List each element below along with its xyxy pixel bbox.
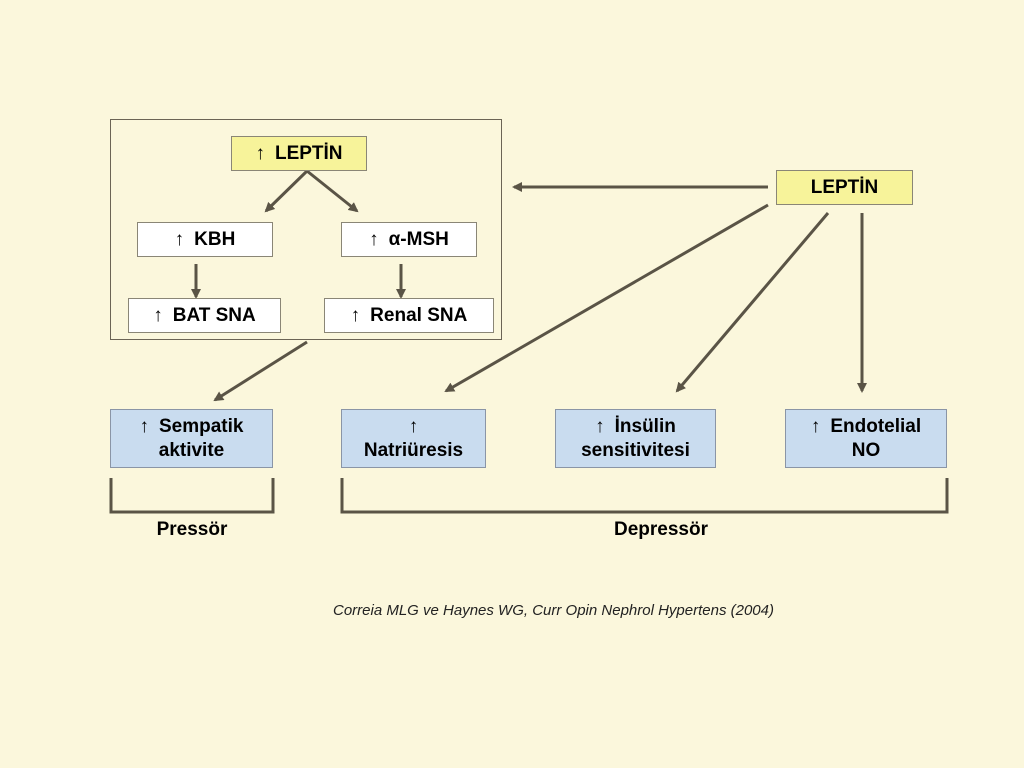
leptin-increase-box: ↑ LEPTİN [231, 136, 367, 171]
alpha-msh-box: ↑ α-MSH [341, 222, 477, 257]
sympathetic-label-line2: aktivite [158, 439, 225, 461]
up-arrow-icon: ↑ [369, 228, 379, 250]
arrow-leptin-to-kbh [264, 169, 309, 213]
natriuresis-box: ↑ Natriüresis [341, 409, 486, 468]
insulin-label-line1: İnsülin [614, 415, 676, 437]
citation-text: Correia MLG ve Haynes WG, Curr Opin Neph… [333, 602, 774, 619]
pressor-bracket [109, 478, 275, 514]
leptin-label: LEPTİN [274, 142, 343, 164]
natriuresis-label-line2: Natriüresis [363, 439, 464, 461]
leptin-source-box: LEPTİN [776, 170, 913, 205]
up-arrow-icon: ↑ [139, 415, 150, 437]
alpha-msh-label: α-MSH [388, 228, 449, 250]
depressor-bracket [340, 478, 949, 514]
renal-sna-label: Renal SNA [370, 304, 468, 326]
arrow-leptin-to-insulin [675, 212, 830, 393]
up-arrow-icon: ↑ [174, 228, 185, 250]
up-arrow-icon: ↑ [810, 415, 821, 437]
insulin-label-line2: sensitivitesi [581, 439, 690, 461]
up-arrow-icon: ↑ [595, 415, 605, 437]
kbh-box: ↑ KBH [137, 222, 273, 257]
pressor-label: Pressör [156, 519, 228, 540]
kbh-label: KBH [194, 228, 236, 250]
up-arrow-icon: ↑ [408, 415, 419, 437]
bat-sna-box: ↑ BAT SNA [128, 298, 281, 333]
central-pathway-frame [110, 119, 502, 340]
up-arrow-icon: ↑ [153, 304, 163, 326]
endothelial-label-line2: NO [851, 439, 881, 461]
endothelial-label-line1: Endotelial [830, 415, 922, 437]
renal-sna-box: ↑ Renal SNA [324, 298, 494, 333]
leptin-source-label: LEPTİN [810, 176, 879, 198]
arrow-leptin-to-natriuresis [444, 203, 769, 393]
arrow-leptin-to-alpha-msh [306, 169, 359, 213]
depressor-label: Depressör [614, 519, 708, 540]
sympathetic-activity-box: ↑ Sempatik aktivite [110, 409, 273, 468]
sympathetic-label-line1: Sempatik [159, 415, 244, 437]
bat-sna-label: BAT SNA [172, 304, 256, 326]
arrow-frame-to-sympathetic [213, 340, 308, 402]
endothelial-no-box: ↑ Endotelial NO [785, 409, 947, 468]
up-arrow-icon: ↑ [350, 304, 361, 326]
up-arrow-icon: ↑ [255, 142, 265, 164]
insulin-sensitivity-box: ↑ İnsülin sensitivitesi [555, 409, 716, 468]
